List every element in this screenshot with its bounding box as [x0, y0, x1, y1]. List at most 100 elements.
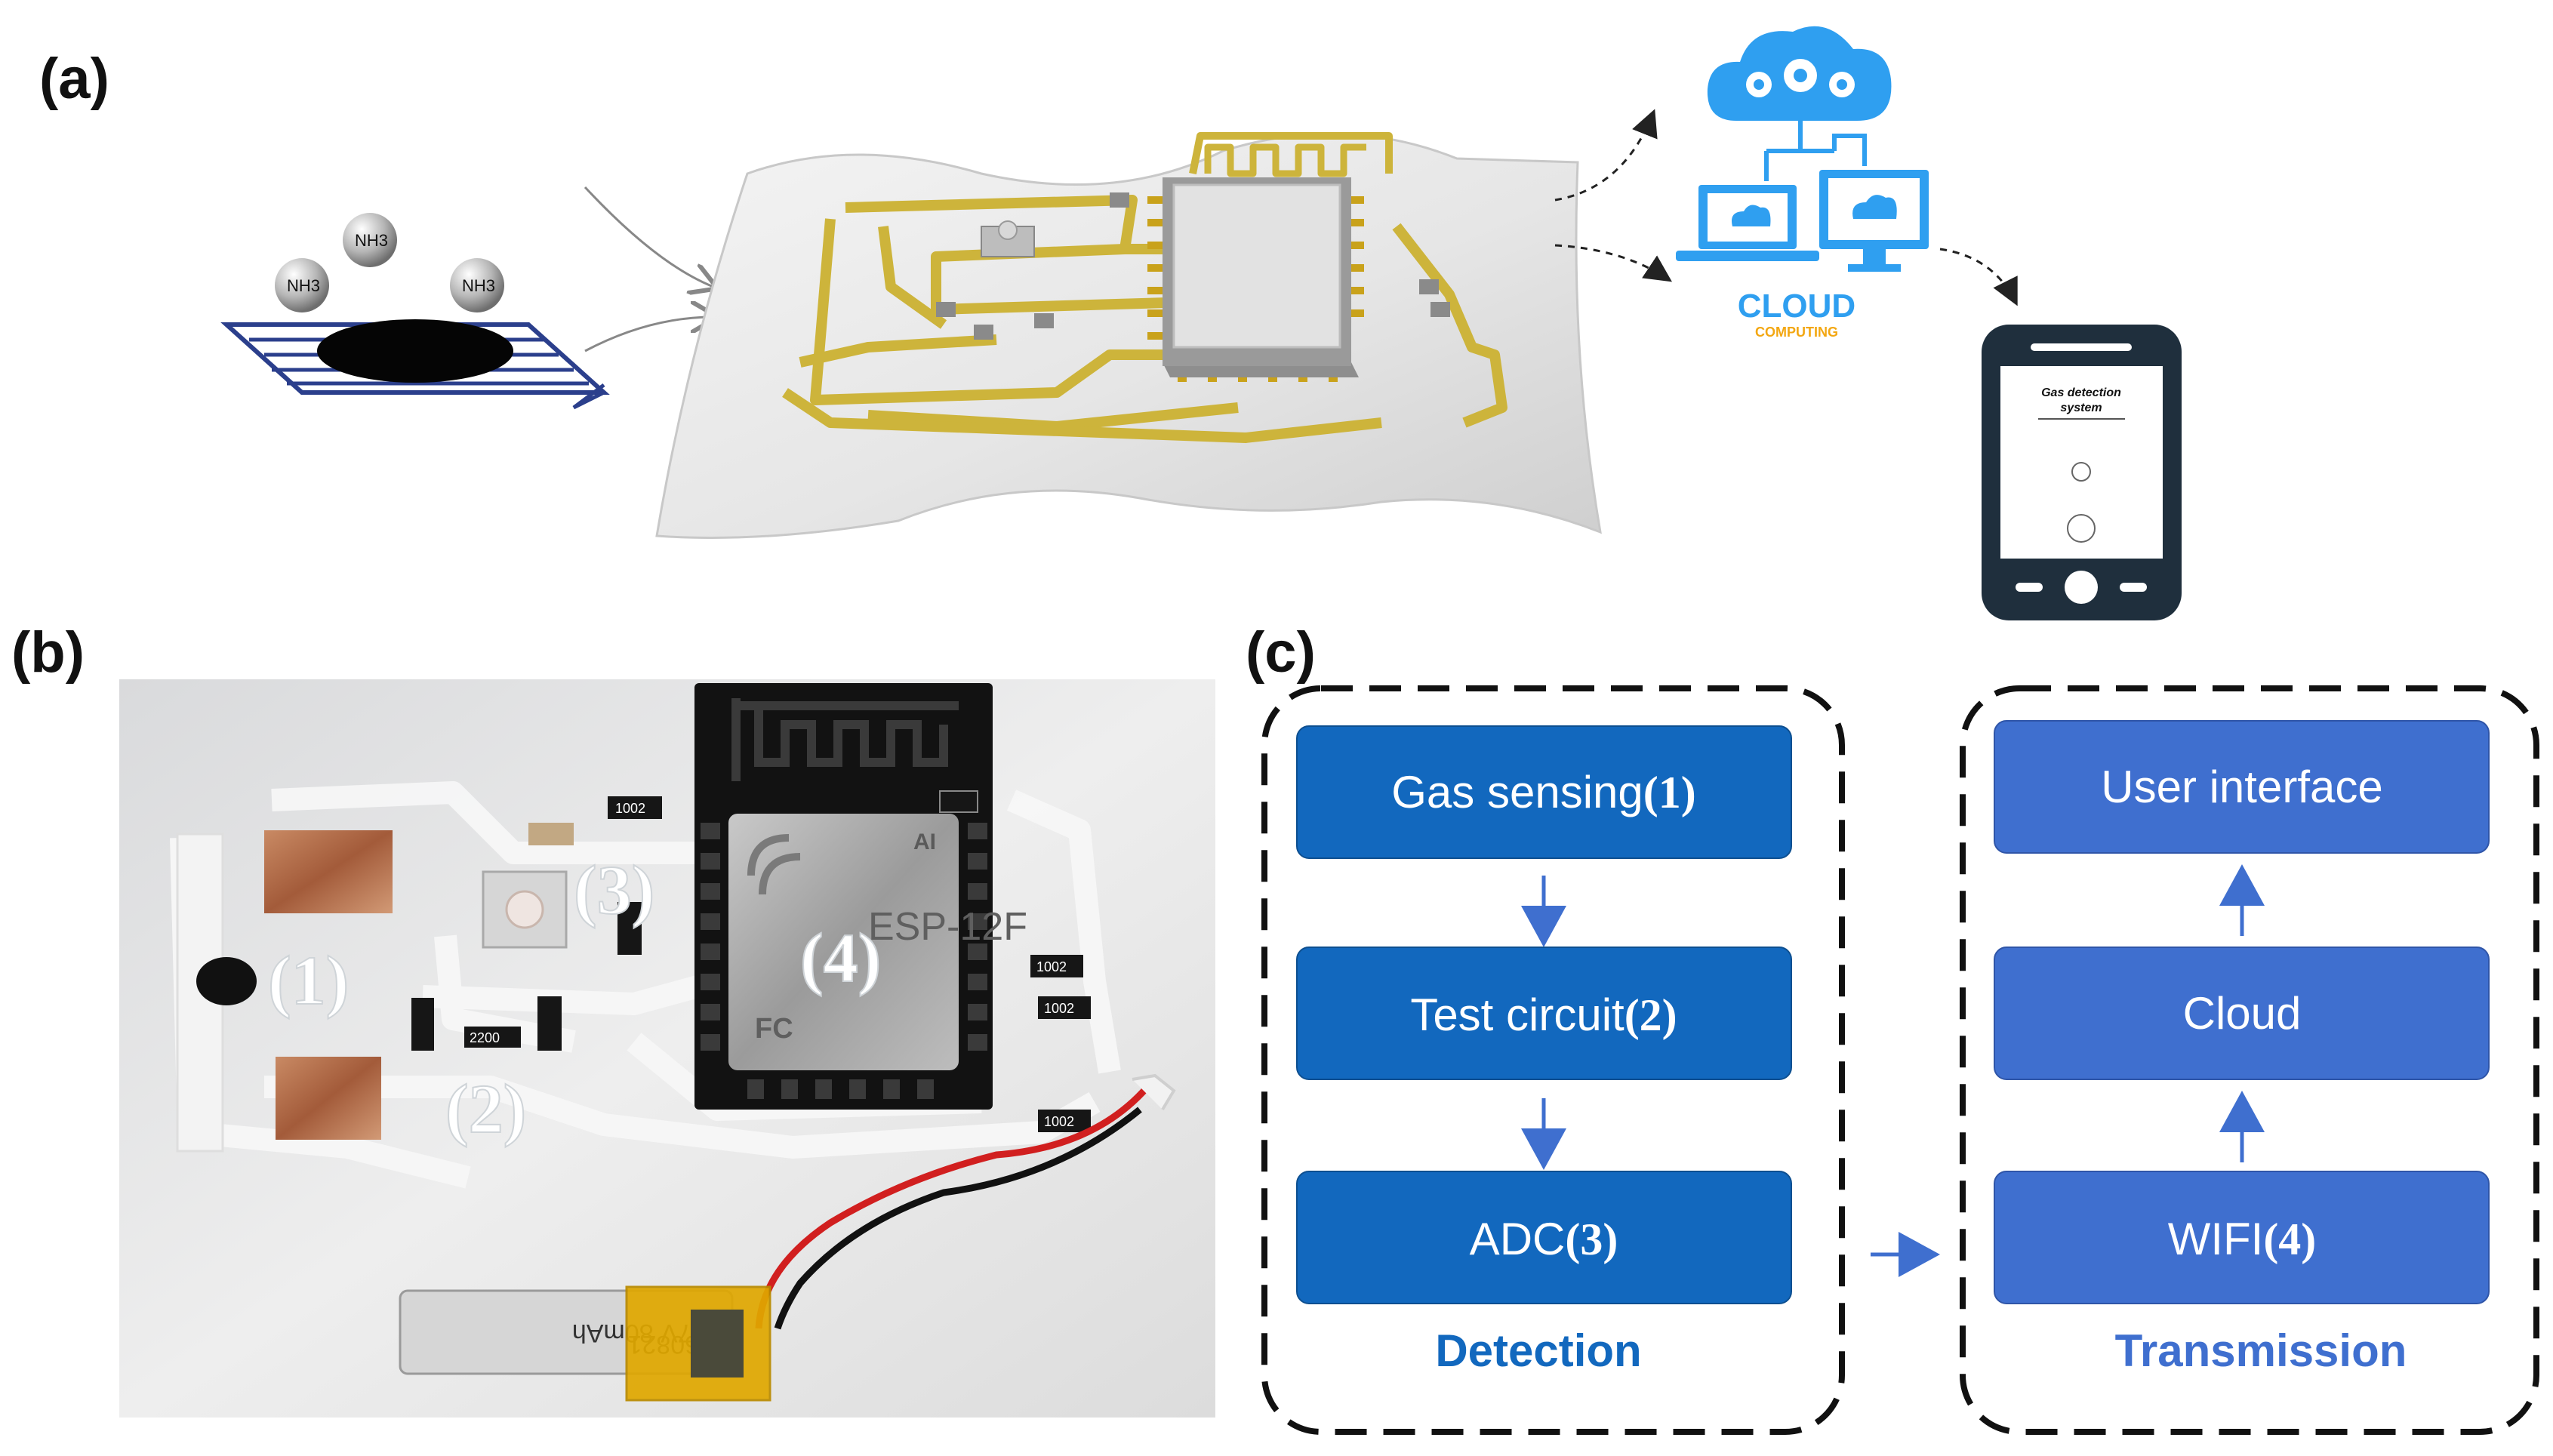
sensing-material: [196, 957, 257, 1005]
panel-label-b: (b): [11, 620, 85, 685]
smd-part-1: [936, 302, 956, 317]
arrow-circuit-to-cloud: [1554, 109, 1658, 202]
panel-a: (a) NH3 NH3 NH3: [39, 26, 2182, 620]
phone-title-line2: system: [2060, 402, 2102, 414]
detection-box-2-num: (2): [1624, 990, 1677, 1040]
monitor-icon: [1819, 170, 1929, 272]
wifi-module-3d: [1163, 177, 1359, 377]
esp12f-module: AI ESP-12F FC: [694, 683, 1027, 1110]
transmission-group-frame: [1960, 685, 2539, 1435]
resistor-code-7: 1002: [1044, 1001, 1074, 1016]
resistor-3: 2200: [464, 1027, 521, 1048]
marker-4: (4): [800, 919, 881, 996]
phone-title-line1: Gas detection: [2041, 386, 2121, 399]
transmission-box-cloud: Cloud: [1994, 947, 2490, 1080]
molecule-label-2: NH3: [287, 276, 320, 295]
arrow-sensor-to-circuit-1: [584, 186, 713, 287]
detection-box-2-text: Test circuit: [1410, 990, 1624, 1040]
protection-board: [691, 1310, 744, 1378]
fc-mark: FC: [755, 1013, 793, 1045]
device-photo: 1002 2200 1002 1002: [119, 679, 1215, 1418]
cloud-subtitle: COMPUTING: [1755, 325, 1838, 340]
arrow-cloud-to-phone: [1939, 248, 2018, 306]
transmission-box-wifi: WIFI(4): [1994, 1171, 2490, 1304]
module-brand: AI: [913, 830, 936, 854]
detection-box-3-text: ADC: [1470, 1214, 1566, 1264]
detection-box-1-text: Gas sensing: [1391, 767, 1643, 817]
push-button: [482, 870, 568, 949]
resistor-2: [411, 998, 434, 1051]
transmission-box-3-text: WIFI: [2168, 1214, 2264, 1264]
panel-c: (c) Gas sensing(1) Test circuit(2) ADC(3…: [1246, 620, 2539, 1435]
svg-text:Gas sensing(1): Gas sensing(1): [1391, 767, 1695, 817]
black-wire: [774, 1107, 1142, 1330]
svg-text:WIFI(4): WIFI(4): [2168, 1214, 2317, 1264]
panel-label-a: (a): [39, 47, 109, 111]
lipo-battery: 3.7V 80mAh 360821: [399, 1285, 771, 1402]
phone-gauge-2: [2067, 514, 2096, 543]
module-castellations: [701, 823, 987, 1099]
detection-box-gas-sensing: Gas sensing(1): [1296, 725, 1792, 859]
phone-home-button: [2065, 571, 2098, 604]
solder-joint: [1132, 1073, 1176, 1111]
molecule-3: NH3: [450, 258, 504, 312]
svg-text:ADC(3): ADC(3): [1470, 1214, 1618, 1264]
svg-text:Cloud: Cloud: [2183, 988, 2302, 1039]
smartphone-icon: Gas detection system: [1982, 325, 2182, 620]
smd-part-6: [1430, 302, 1450, 317]
pcb-traces: [782, 132, 1507, 443]
switch-component: [981, 220, 1035, 257]
gas-sensor-illustration: NH3 NH3 NH3: [220, 213, 610, 410]
resistor-code-3: 2200: [470, 1030, 500, 1045]
marker-3: (3): [574, 851, 654, 928]
panel-b: (b): [11, 620, 1215, 1418]
molecule-label-3: NH3: [462, 276, 495, 295]
panel-label-c: (c): [1246, 620, 1316, 685]
arrow-circuit-to-computer: [1554, 244, 1672, 282]
smd-part-5: [1419, 279, 1439, 294]
copper-pad-bottom: [276, 1057, 381, 1140]
resistor-7: 1002: [1038, 996, 1091, 1019]
molecule-2: NH3: [275, 258, 329, 312]
resistor-code-8: 1002: [1044, 1114, 1074, 1129]
resistor-5: [617, 902, 642, 955]
interdigitated-electrode: [220, 322, 610, 410]
resistor-6: 1002: [1030, 955, 1083, 977]
detection-box-3-num: (3): [1565, 1214, 1618, 1264]
arrow-sensor-to-circuit-2: [584, 317, 713, 352]
transmission-box-2-text: Cloud: [2183, 988, 2302, 1039]
svg-text:Test circuit(2): Test circuit(2): [1410, 990, 1677, 1040]
resistor-code-1: 1002: [615, 801, 645, 816]
flexible-circuit-illustration: [655, 132, 1602, 539]
resistor-code-6: 1002: [1036, 959, 1067, 974]
detection-box-adc: ADC(3): [1296, 1171, 1792, 1304]
detection-group-frame: [1261, 685, 1845, 1435]
molecule-label-1: NH3: [355, 231, 388, 250]
transmission-box-user-interface: User interface: [1994, 720, 2490, 854]
molecule-1: NH3: [343, 213, 397, 267]
marker-1: (1): [268, 942, 349, 1019]
cloud-computing-icon: CLOUD COMPUTING: [1676, 26, 1929, 340]
transmission-box-1-text: User interface: [2101, 762, 2382, 812]
capacitor: [528, 823, 574, 845]
metal-shield: [728, 814, 959, 1070]
resistor-1: 1002: [608, 796, 662, 819]
red-wire: [755, 1085, 1150, 1329]
detection-box-test-circuit: Test circuit(2): [1296, 947, 1792, 1080]
transmission-box-3-num: (4): [2263, 1214, 2316, 1264]
sensing-film: [317, 319, 513, 383]
resistor-8: 1002: [1038, 1110, 1091, 1132]
phone-gauge-1: [2071, 462, 2091, 482]
smd-part-4: [1110, 192, 1129, 208]
svg-text:User interface: User interface: [2101, 762, 2382, 812]
module-label: ESP-12F: [868, 905, 1027, 949]
marker-2: (2): [445, 1070, 526, 1147]
detection-label: Detection: [1435, 1325, 1641, 1376]
cloud-title: CLOUD: [1738, 288, 1855, 325]
laptop-icon: [1676, 185, 1819, 261]
detection-box-1-num: (1): [1643, 768, 1696, 817]
smd-part-2: [974, 325, 993, 340]
transmission-label: Transmission: [2115, 1325, 2407, 1376]
